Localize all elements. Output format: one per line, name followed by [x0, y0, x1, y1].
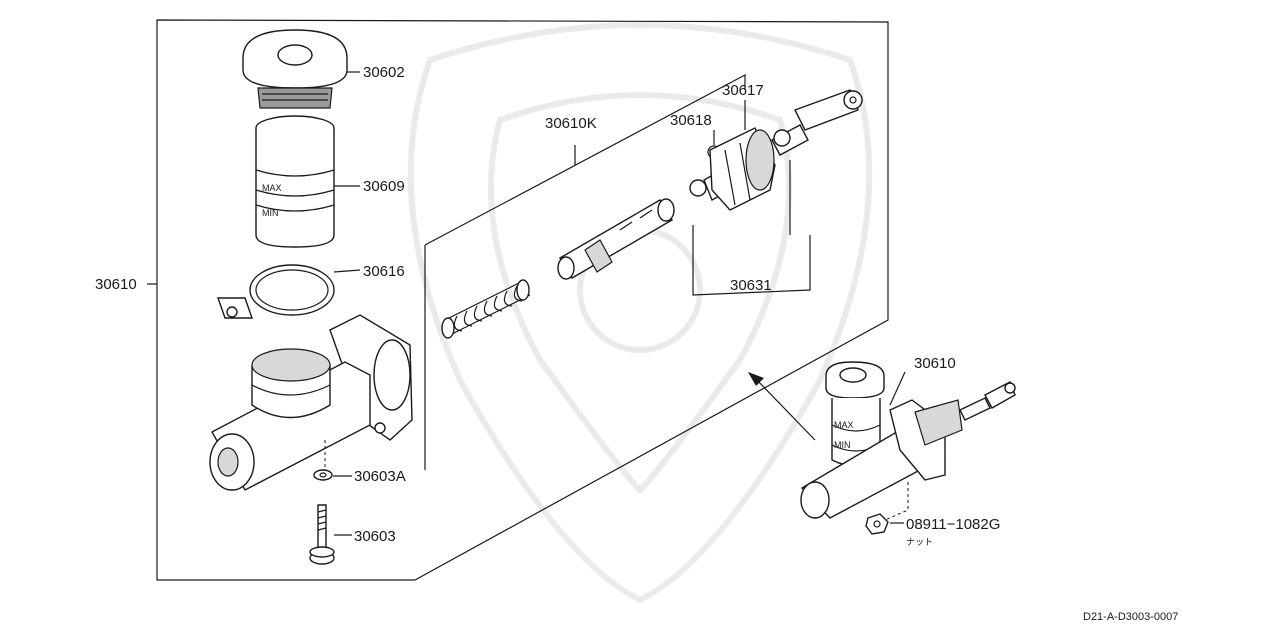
inset-max-marking: MAX — [834, 420, 854, 430]
label-stopper: 30618 — [670, 112, 712, 129]
label-push-rod-kit: 30631 — [730, 277, 772, 294]
reservoir-max-marking: MAX — [262, 183, 282, 193]
leader-lines — [147, 71, 906, 536]
label-nut-note: ナット — [906, 537, 933, 547]
clevis-part — [771, 89, 863, 156]
inset-arrow — [748, 372, 816, 441]
push-rod-bracket — [692, 225, 811, 296]
nut-part — [865, 513, 889, 535]
reservoir-part: MAX MIN — [255, 115, 335, 248]
label-band: 30616 — [363, 263, 405, 280]
boot-part — [709, 127, 776, 211]
kit-bracket — [424, 74, 746, 470]
assembly-outline — [156, 19, 889, 581]
label-boot-kit: 30617 — [722, 82, 764, 99]
inset-min-marking: MIN — [834, 440, 851, 450]
label-bolt: 30603 — [354, 528, 396, 545]
cylinder-body-part — [209, 314, 413, 491]
spring-part — [441, 279, 531, 339]
label-piston-kit: 30610K — [545, 115, 597, 132]
label-reservoir: 30609 — [363, 178, 405, 195]
piston-part — [557, 198, 675, 280]
band-part — [217, 264, 335, 319]
inset-assembly: MAX MIN — [800, 361, 1016, 521]
reservoir-min-marking: MIN — [262, 208, 279, 218]
reservoir-cap-part — [242, 29, 348, 109]
label-nut: 08911−1082G — [906, 516, 1000, 533]
label-washer: 30603A — [354, 468, 406, 485]
bolt-part — [309, 504, 335, 565]
label-cap: 30602 — [363, 64, 405, 81]
document-code: D21-A-D3003-0007 — [1083, 611, 1178, 623]
label-assembly-main: 30610 — [95, 276, 137, 293]
label-assembly-inset: 30610 — [914, 355, 956, 372]
watermark-seal — [407, 22, 873, 604]
washer-part — [313, 440, 333, 481]
